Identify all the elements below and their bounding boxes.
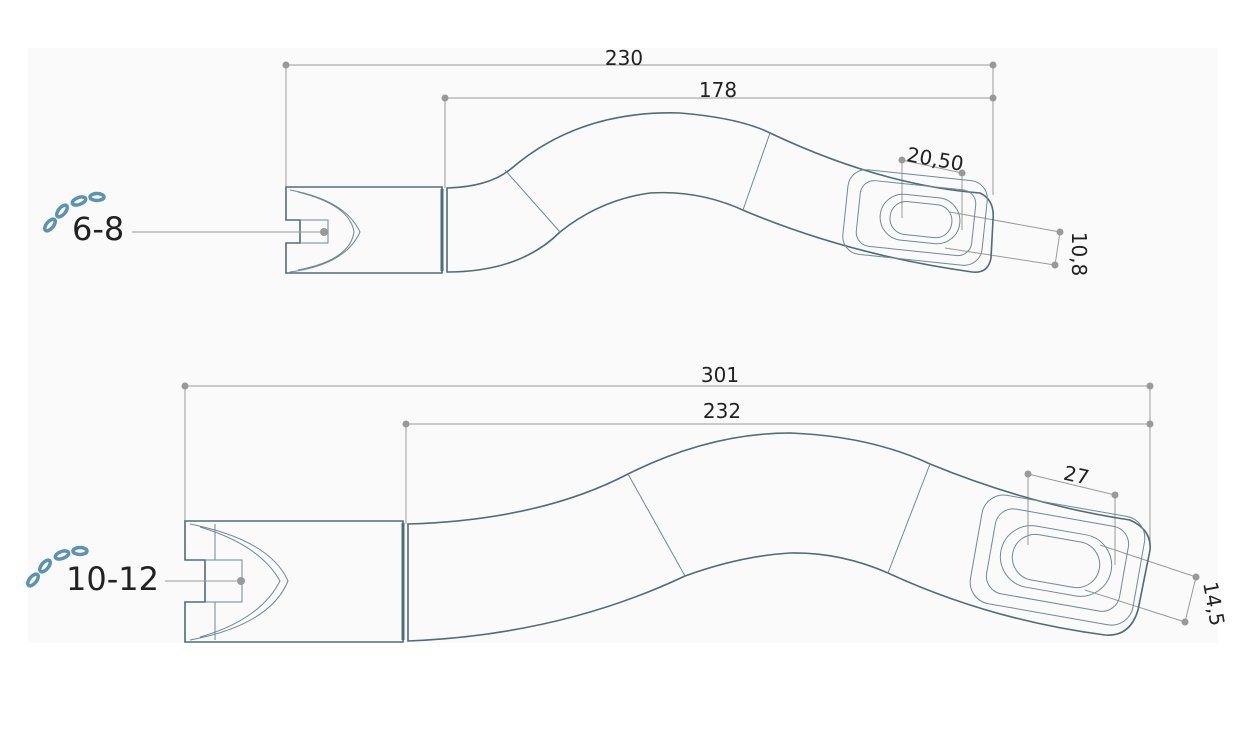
top-eye-height: 10,8 (1067, 232, 1091, 277)
bottom-body-length: 232 (703, 399, 741, 423)
top-coupler (285, 186, 444, 274)
bottom-eye-width: 27 (1062, 461, 1092, 490)
top-dimensions: 230 178 20,50 10,8 (282, 46, 1091, 277)
top-overall-length: 230 (605, 46, 643, 70)
bottom-part: 301 232 27 14,5 (26, 363, 1230, 643)
bottom-body (407, 432, 1151, 642)
bottom-coupler (184, 520, 405, 643)
top-chain-size-label: 6-8 (72, 210, 124, 248)
top-body-length: 178 (699, 78, 737, 102)
top-body (446, 112, 995, 274)
top-chain-size: 6-8 (43, 191, 324, 248)
top-part: 230 178 20,50 10,8 (43, 46, 1091, 276)
chain-icon (26, 545, 89, 588)
drawing-background (28, 48, 1218, 643)
bottom-chain-size-label: 10-12 (66, 560, 159, 598)
chain-icon (43, 191, 106, 233)
bottom-overall-length: 301 (701, 363, 739, 387)
bottom-dimensions: 301 232 27 14,5 (181, 363, 1230, 628)
bottom-chain-size: 10-12 (26, 545, 241, 598)
